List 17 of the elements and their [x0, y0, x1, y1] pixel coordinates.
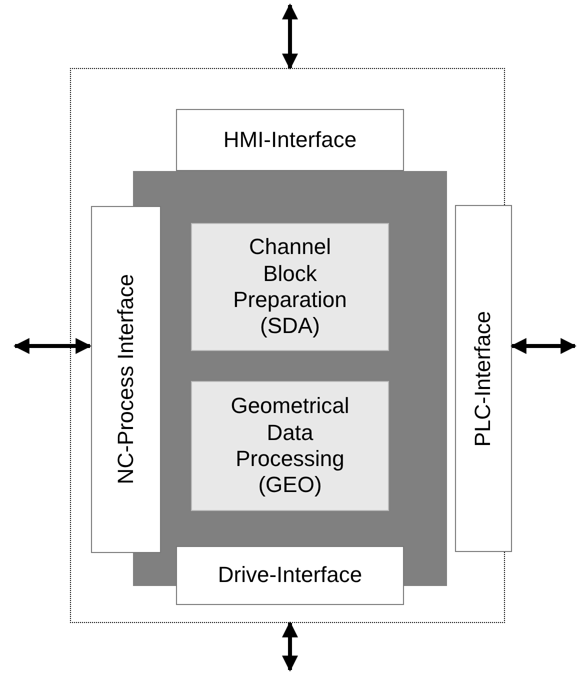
box-label: HMI-Interface: [222, 126, 358, 154]
interface-box: [176, 546, 404, 605]
box-label: PLC-Interface: [470, 310, 496, 446]
double-arrow: [282, 3, 298, 70]
box-label: Drive-Interface: [216, 562, 364, 589]
box-label: Channel Block Preparation (SDA): [232, 234, 348, 340]
process-box: [191, 223, 389, 351]
interface-box: [455, 205, 512, 552]
double-arrow: [13, 338, 92, 354]
box-label: Geometrical Data Processing (GEO): [230, 393, 350, 499]
interface-box: [176, 109, 404, 171]
process-box: [191, 381, 389, 511]
interface-box: [91, 206, 161, 553]
box-label: NC-Process Interface: [112, 274, 139, 485]
system-boundary: [70, 68, 505, 623]
double-arrow: [282, 621, 298, 672]
double-arrow: [510, 338, 577, 354]
